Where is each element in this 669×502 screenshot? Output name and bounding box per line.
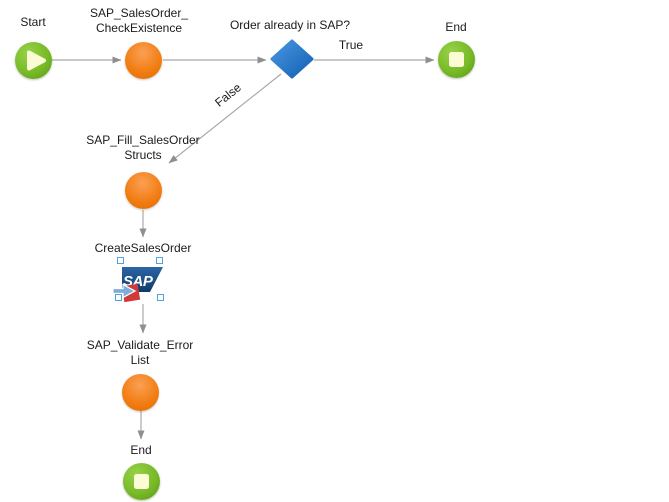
selection-handle-top-right[interactable] [156, 257, 163, 264]
stop-icon [449, 52, 464, 67]
diamond-icon [270, 39, 314, 79]
decision-node-label: Order already in SAP? [229, 18, 351, 32]
selection-handle-bottom-right[interactable] [157, 294, 164, 301]
end-false-node[interactable] [123, 463, 160, 500]
fillstructs-node[interactable] [125, 172, 162, 209]
end-false-node-label: End [130, 443, 152, 457]
fillstructs-node-label: SAP_Fill_SalesOrder Structs [86, 133, 200, 162]
decision-node[interactable] [269, 38, 315, 80]
start-node-label: Start [20, 15, 46, 29]
end-true-node[interactable] [438, 41, 475, 78]
selection-handle-bottom-left[interactable] [115, 294, 122, 301]
selection-handle-top-left[interactable] [117, 257, 124, 264]
stop-icon [134, 474, 149, 489]
validate-node-label: SAP_Validate_Error List [86, 338, 194, 367]
end-true-node-label: End [445, 20, 467, 34]
edge-decision-to-fillstructs-false[interactable] [168, 73, 282, 164]
connector-arrow-icon [112, 283, 137, 299]
play-icon [27, 50, 46, 71]
checkexistence-node-label: SAP_SalesOrder_ CheckExistence [89, 6, 189, 35]
edge-label-true: True [338, 38, 364, 52]
createsalesorder-node[interactable]: SAP [109, 253, 171, 305]
checkexistence-node[interactable] [125, 42, 162, 79]
validate-node[interactable] [122, 374, 159, 411]
sap-logo-icon: SAP [112, 267, 163, 303]
start-node[interactable] [15, 42, 52, 79]
createsalesorder-node-label: CreateSalesOrder [94, 241, 192, 255]
